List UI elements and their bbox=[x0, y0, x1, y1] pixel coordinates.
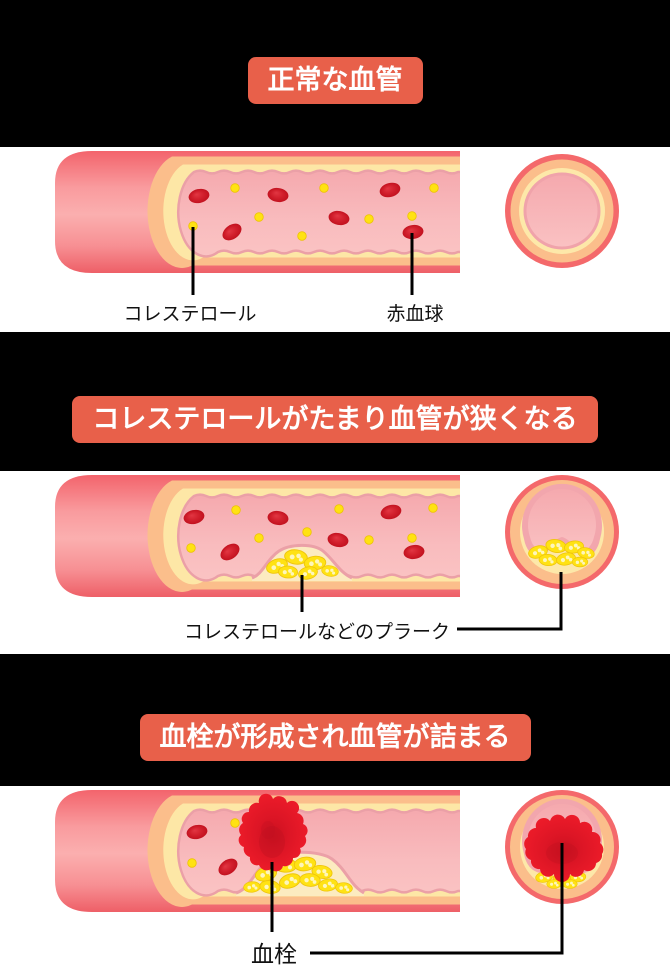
cholesterol-dot bbox=[254, 212, 264, 222]
cholesterol-dot bbox=[186, 543, 196, 553]
normal-artery-diagram: コレステロール 赤血球 bbox=[0, 147, 619, 325]
section-3-blocked-vessel: 血栓が形成され血管が詰まる bbox=[0, 654, 670, 971]
section-3-header: 血栓が形成され血管が詰まる bbox=[0, 654, 670, 786]
cholesterol-dot bbox=[364, 214, 374, 224]
thrombus bbox=[524, 814, 604, 882]
artery-cross-section bbox=[505, 475, 619, 589]
cholesterol-dot bbox=[231, 505, 241, 515]
cholesterol-dot bbox=[302, 527, 312, 537]
pointer-line-plaque-cross-section bbox=[457, 572, 563, 631]
label-cholesterol: コレステロール bbox=[123, 304, 256, 325]
cholesterol-dot bbox=[230, 183, 240, 193]
section-2-header: コレステロールがたまり血管が狭くなる bbox=[0, 332, 670, 471]
artery-side-view bbox=[55, 151, 466, 273]
blocked-artery-diagram: 血栓 bbox=[0, 786, 619, 967]
pointer-line-thrombus-cross-section bbox=[310, 843, 564, 955]
cholesterol-dot bbox=[230, 818, 240, 828]
section-1-normal-vessel: 正常な血管 bbox=[0, 0, 670, 332]
plaque bbox=[251, 543, 353, 582]
cholesterol-dot bbox=[364, 535, 374, 545]
cholesterol-dot bbox=[334, 504, 344, 514]
section-1-illustration: コレステロール 赤血球 bbox=[0, 147, 670, 332]
section-2-title-badge: コレステロールがたまり血管が狭くなる bbox=[72, 396, 598, 443]
cholesterol-dot bbox=[319, 183, 329, 193]
label-plaque: コレステロールなどのプラーク bbox=[184, 621, 450, 643]
artery-side-view bbox=[55, 790, 466, 912]
section-2-illustration: コレステロールなどのプラーク bbox=[0, 471, 670, 654]
cholesterol-dot bbox=[187, 858, 197, 868]
cholesterol-dot bbox=[254, 533, 264, 543]
section-2-narrowing-vessel: コレステロールがたまり血管が狭くなる bbox=[0, 332, 670, 654]
cholesterol-dot bbox=[428, 503, 438, 513]
cholesterol-dot bbox=[407, 211, 417, 221]
cross-section-lumen bbox=[526, 175, 598, 247]
artery-cross-section bbox=[505, 154, 619, 268]
section-3-illustration: 血栓 bbox=[0, 786, 670, 971]
artery-cross-section bbox=[505, 790, 619, 904]
section-1-title-badge: 正常な血管 bbox=[247, 57, 423, 104]
thrombus bbox=[238, 793, 308, 872]
label-thrombus: 血栓 bbox=[251, 941, 297, 967]
cholesterol-dot bbox=[297, 231, 307, 241]
artery-side-view bbox=[55, 475, 466, 597]
label-red-blood-cell: 赤血球 bbox=[386, 303, 443, 325]
section-1-header: 正常な血管 bbox=[0, 0, 670, 147]
narrowing-artery-diagram: コレステロールなどのプラーク bbox=[0, 471, 619, 643]
cholesterol-dot bbox=[429, 183, 439, 193]
section-3-title-badge: 血栓が形成され血管が詰まる bbox=[139, 714, 531, 761]
cholesterol-dot bbox=[407, 533, 417, 543]
